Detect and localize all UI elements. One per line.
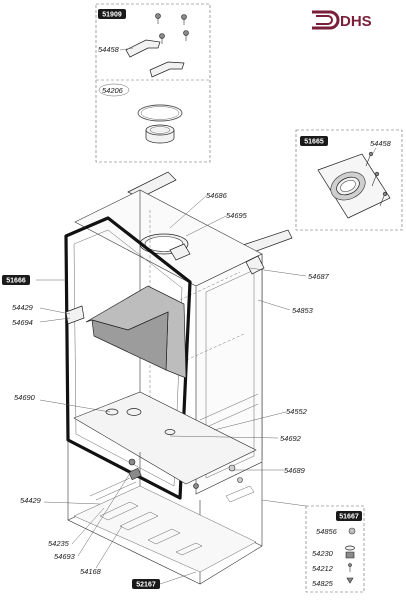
kit-tag-51665-label: 51665	[304, 139, 324, 146]
part-label-54168: 54168	[80, 567, 102, 576]
kit-tag-51667	[336, 511, 362, 521]
kit-tag-51667-label: 51667	[339, 514, 359, 521]
kit-box-51909	[95, 3, 211, 163]
kit-tag-52167	[132, 579, 160, 589]
part-label-54429a: 54429	[12, 303, 34, 312]
kit-tag-51666	[2, 275, 30, 285]
part-label-54206: 54206	[102, 86, 124, 95]
kit-tag-51666-label: 51666	[6, 278, 26, 285]
part-label-54429b: 54429	[20, 496, 42, 505]
part-label-54230: 54230	[312, 549, 334, 558]
dhs-logo: DHS	[312, 10, 372, 30]
kit-tag-51909	[98, 9, 126, 19]
label-outline	[98, 83, 130, 97]
part-label-54693: 54693	[54, 552, 76, 561]
kit-tag-51665	[300, 136, 328, 146]
part-label-54235: 54235	[48, 539, 70, 548]
part-label-54853: 54853	[292, 306, 314, 315]
part-label-54825: 54825	[312, 579, 334, 588]
part-label-54212: 54212	[312, 564, 334, 573]
part-label-54458a: 54458	[98, 45, 120, 54]
screw-icon	[155, 13, 189, 44]
kit-box-51667	[261, 499, 365, 593]
part-label-54695: 54695	[226, 211, 248, 220]
part-label-54687: 54687	[308, 272, 330, 281]
part-label-54692: 54692	[280, 434, 302, 443]
kit-box-51665	[295, 129, 403, 231]
part-label-54458b: 54458	[370, 139, 392, 148]
kit-tag-51909-label: 51909	[102, 12, 122, 19]
cabinet-frame	[64, 171, 293, 585]
part-label-54689: 54689	[284, 466, 306, 475]
part-label-54552: 54552	[286, 407, 308, 416]
part-label-54694: 54694	[12, 318, 33, 327]
part-label-54856: 54856	[316, 527, 338, 536]
part-label-54686: 54686	[206, 191, 228, 200]
part-label-54690: 54690	[14, 393, 36, 402]
kit-tag-52167-label: 52167	[136, 582, 156, 589]
leader-lines	[36, 195, 307, 585]
logo-text: DHS	[340, 13, 372, 30]
